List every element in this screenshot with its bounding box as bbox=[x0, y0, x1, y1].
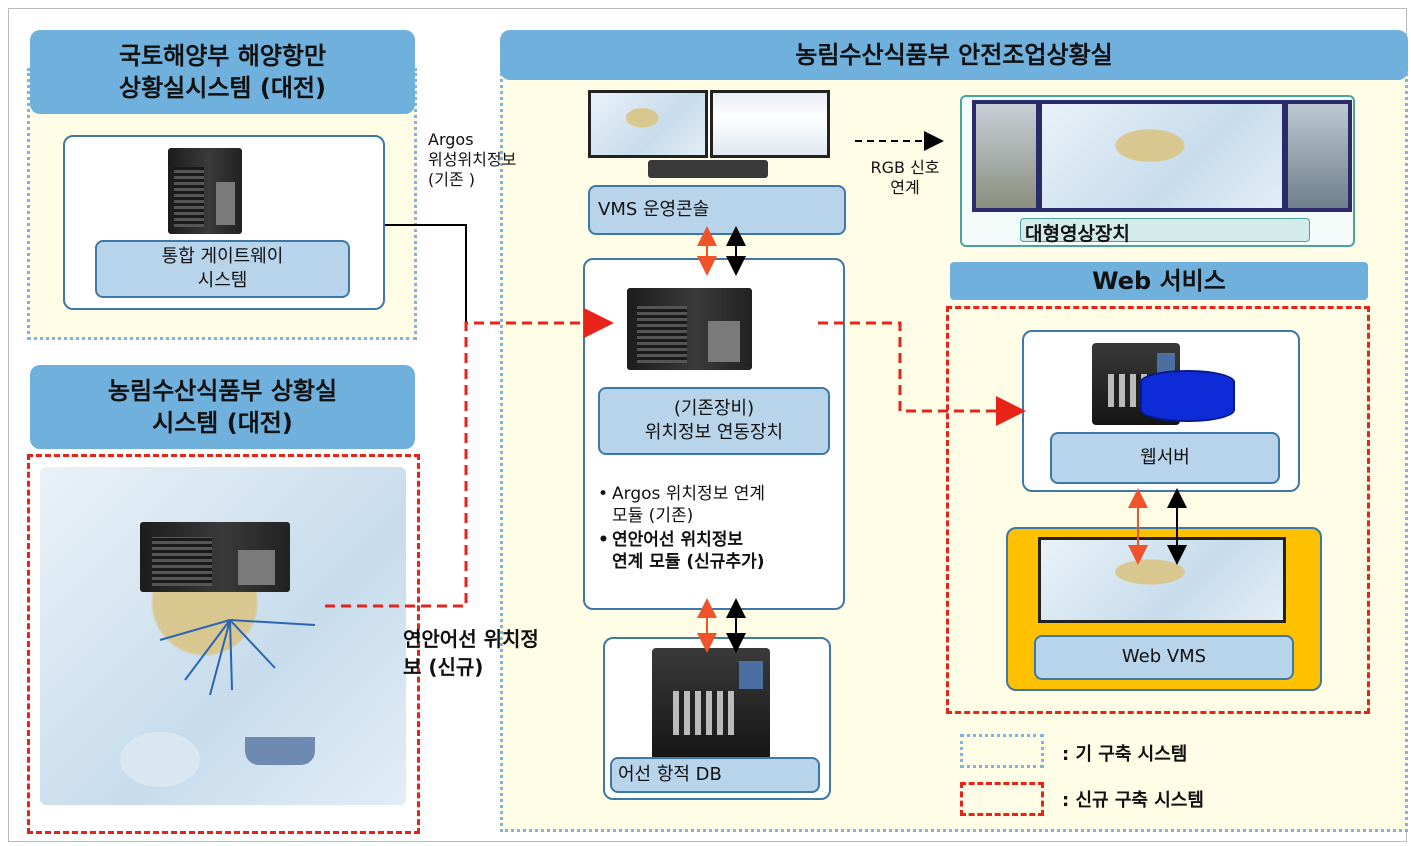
coastal-radio-links bbox=[159, 619, 316, 696]
korea-coastal-map bbox=[40, 467, 406, 805]
bullet-dot: • bbox=[598, 530, 609, 550]
link-device-label: (기존장비) 위치정보 연동장치 bbox=[598, 387, 830, 455]
large-display-label: 대형영상장치 bbox=[1020, 218, 1310, 245]
web-service-header: Web 서비스 bbox=[950, 262, 1368, 300]
vms-console-label: VMS 운영콘솔 bbox=[588, 185, 846, 235]
video-wall-icon bbox=[972, 100, 1352, 212]
web-vms-label: Web VMS bbox=[1034, 635, 1294, 680]
web-vms-map-icon bbox=[1038, 537, 1286, 623]
jeju-island-icon bbox=[120, 732, 200, 787]
module-text: Argos 위치정보 연계 모듈 (기존) bbox=[612, 484, 766, 527]
database-cylinder-icon bbox=[1140, 370, 1235, 422]
argos-connector bbox=[385, 224, 467, 323]
link-server-icon bbox=[627, 288, 752, 370]
db-server-icon bbox=[652, 648, 770, 760]
web-service-zone bbox=[946, 306, 1370, 714]
mafra-dj-header: 농림수산식품부 상황실 시스템 (대전) bbox=[30, 365, 415, 449]
legend-new-swatch bbox=[960, 782, 1044, 816]
module-item-coastal: •연안어선 위치정보 연계 모듈 (신규추가) bbox=[598, 529, 838, 573]
track-db-label: 어선 항적 DB bbox=[610, 757, 820, 793]
legend-existing-swatch bbox=[960, 734, 1044, 768]
mof-header: 국토해양부 해양항만 상황실시스템 (대전) bbox=[30, 30, 415, 114]
link-to-web-connector bbox=[818, 321, 1026, 426]
bullet-dot: • bbox=[598, 484, 609, 504]
module-text: 연안어선 위치정보 연계 모듈 (신규추가) bbox=[612, 530, 765, 573]
coastal-position-label: 연안어선 위치정 보 (신규) bbox=[403, 627, 539, 679]
argos-label: Argos 위성위치정보 (기존 ) bbox=[428, 130, 517, 189]
web-server-label: 웹서버 bbox=[1050, 432, 1280, 484]
coastal-to-link-connector bbox=[325, 308, 614, 608]
coastal-server-icon bbox=[140, 522, 290, 592]
rgb-link-label: RGB 신호 연계 bbox=[870, 158, 940, 197]
module-item-argos: •Argos 위치정보 연계 모듈 (기존) bbox=[598, 483, 838, 527]
legend-new-label: : 신규 구축 시스템 bbox=[1062, 790, 1204, 811]
patrol-ship-icon bbox=[245, 737, 315, 765]
mafra-dj-zone bbox=[27, 454, 420, 834]
gateway-label: 통합 게이트웨이 시스템 bbox=[95, 240, 350, 298]
console-monitors-icon bbox=[588, 90, 833, 184]
legend-existing-label: : 기 구축 시스템 bbox=[1062, 744, 1188, 765]
gateway-server-icon bbox=[168, 148, 242, 234]
safety-room-header: 농림수산식품부 안전조업상황실 bbox=[500, 30, 1408, 80]
